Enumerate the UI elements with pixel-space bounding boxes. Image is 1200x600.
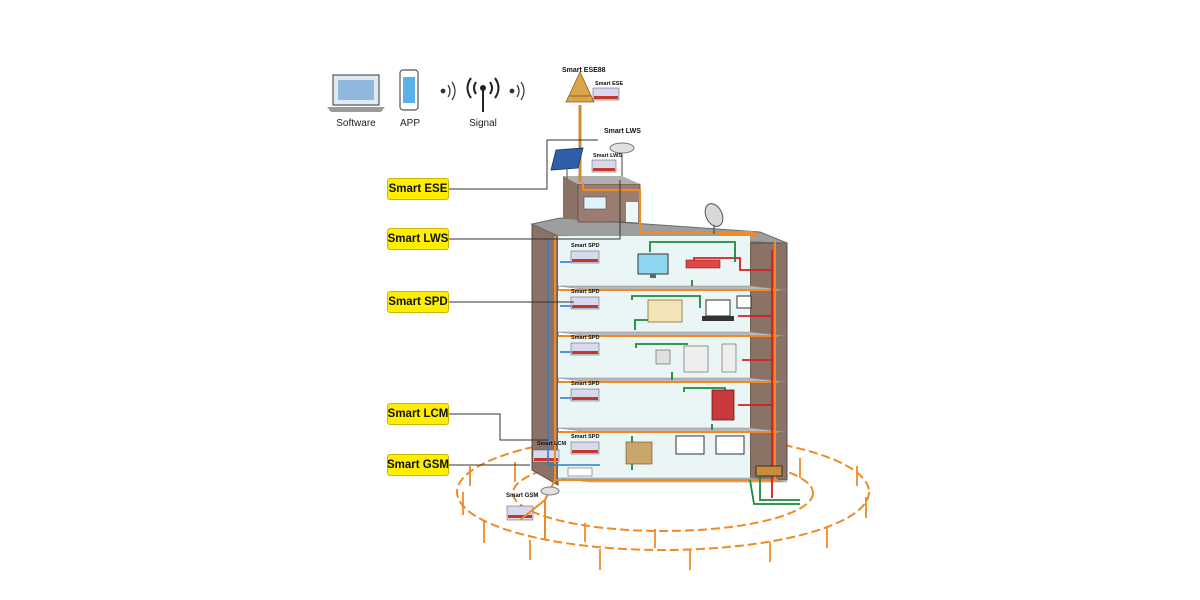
label-spd-floor-1: Smart SPD [571,243,600,249]
label-spd-floor-4: Smart SPD [571,381,600,387]
smartphone-icon [399,69,419,111]
callout-connectors [449,139,621,466]
callout-smart-lws: Smart LWS [387,228,449,250]
wave-icon-right [509,81,525,101]
label-smart-lws: Smart LWS [604,128,641,135]
device-panels [506,87,620,521]
label-smart-lws-small: Smart LWS [593,153,623,159]
app-label: APP [399,118,421,129]
wave-icon-left [440,81,456,101]
label-spd-floor-5: Smart SPD [571,434,600,440]
ground-bar [755,465,783,477]
antenna-icon [466,77,500,112]
callout-smart-lcm: Smart LCM [387,403,449,425]
label-smart-lcm: Smart LCM [537,441,567,447]
software-label: Software [336,118,376,129]
label-smart-ese88: Smart ESE88 [562,67,606,74]
label-smart-ese-small: Smart ESE [595,81,624,87]
penthouse-window [583,196,607,210]
signal-wires [547,240,600,466]
ground-wires [519,182,778,540]
label-spd-floor-2: Smart SPD [571,289,600,295]
floor-equipment [625,253,752,465]
signal-label: Signal [469,118,497,129]
solar-panel [550,147,584,171]
callout-smart-gsm: Smart GSM [387,454,449,476]
callout-smart-spd: Smart SPD [387,291,449,313]
penthouse-door [626,202,638,222]
penthouse-side [563,176,578,220]
gsm-sensor [540,486,560,496]
label-smart-gsm: Smart GSM [506,493,539,499]
lws-sensor [609,142,635,154]
ese88-terminal [565,71,595,103]
laptop-icon [327,74,385,112]
power-wires [693,250,773,498]
callout-smart-ese: Smart ESE [387,178,449,200]
satellite-dish [704,203,724,234]
building-right-wall [749,242,788,481]
label-spd-floor-3: Smart SPD [571,335,600,341]
